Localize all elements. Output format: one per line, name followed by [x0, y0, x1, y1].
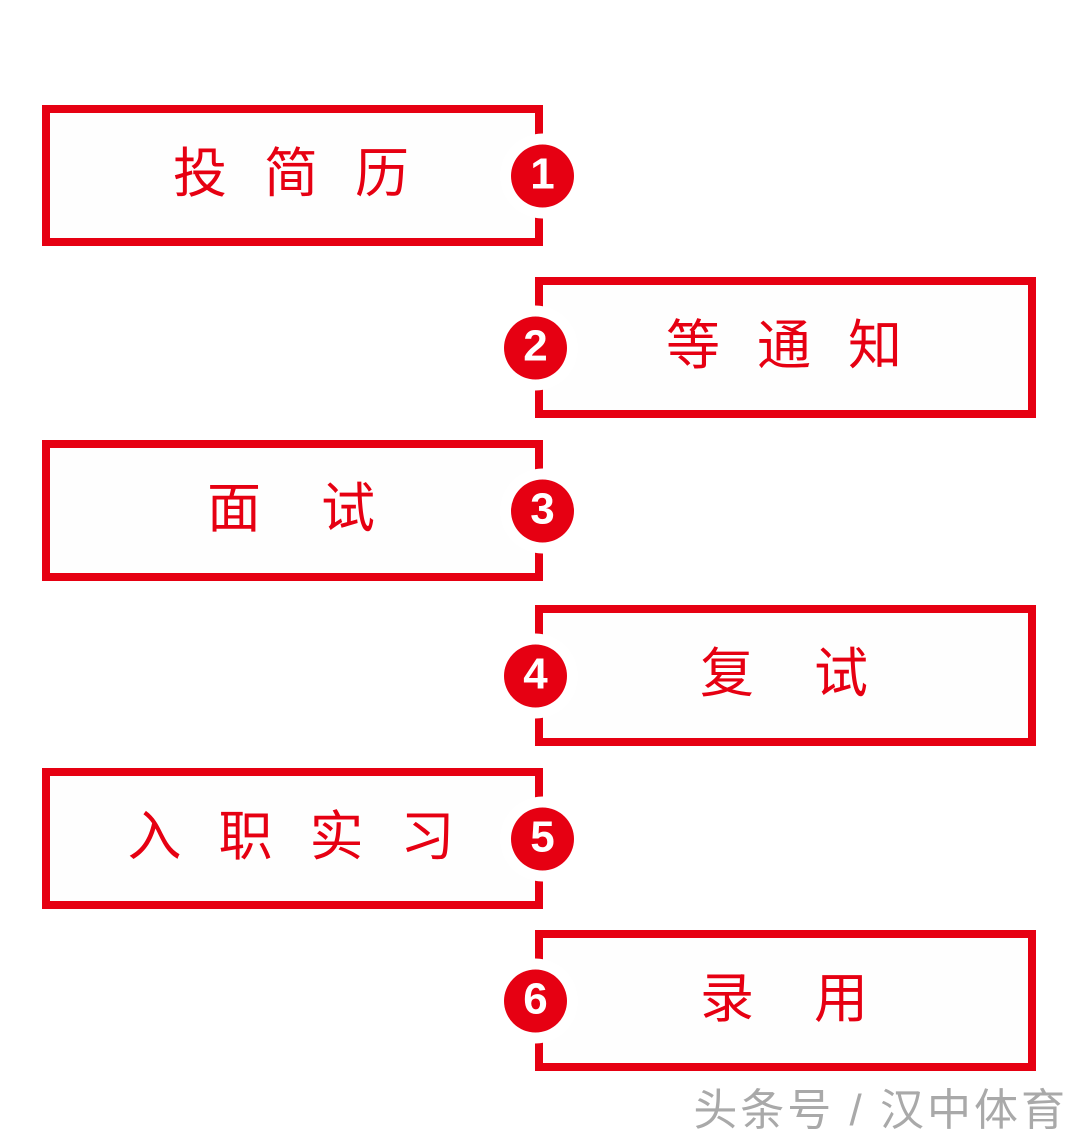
step-box-2: 等 通 知 2: [504, 277, 1036, 418]
step-box-3: 面 试 3: [42, 440, 574, 581]
step-number-badge-1: 1: [511, 144, 574, 207]
step-label-2: 等 通 知: [665, 315, 905, 376]
step-label-3: 面 试: [207, 478, 378, 539]
step-box-6: 录 用 6: [504, 930, 1036, 1071]
step-label-1: 投 简 历: [172, 143, 412, 204]
step-label-4: 复 试: [700, 643, 871, 704]
step-box-4: 复 试 4: [504, 605, 1036, 746]
step-number-badge-3: 3: [511, 479, 574, 542]
step-label-5: 入 职 实 习: [127, 806, 458, 867]
step-label-6: 录 用: [700, 968, 871, 1029]
step-number-badge-6: 6: [504, 969, 567, 1032]
step-box-1: 投 简 历 1: [42, 105, 574, 246]
watermark: 头条号 / 汉中体育: [693, 1086, 1068, 1135]
step-number-badge-2: 2: [504, 316, 567, 379]
step-number-badge-5: 5: [511, 807, 574, 870]
step-box-5: 入 职 实 习 5: [42, 768, 574, 909]
step-number-badge-4: 4: [504, 644, 567, 707]
